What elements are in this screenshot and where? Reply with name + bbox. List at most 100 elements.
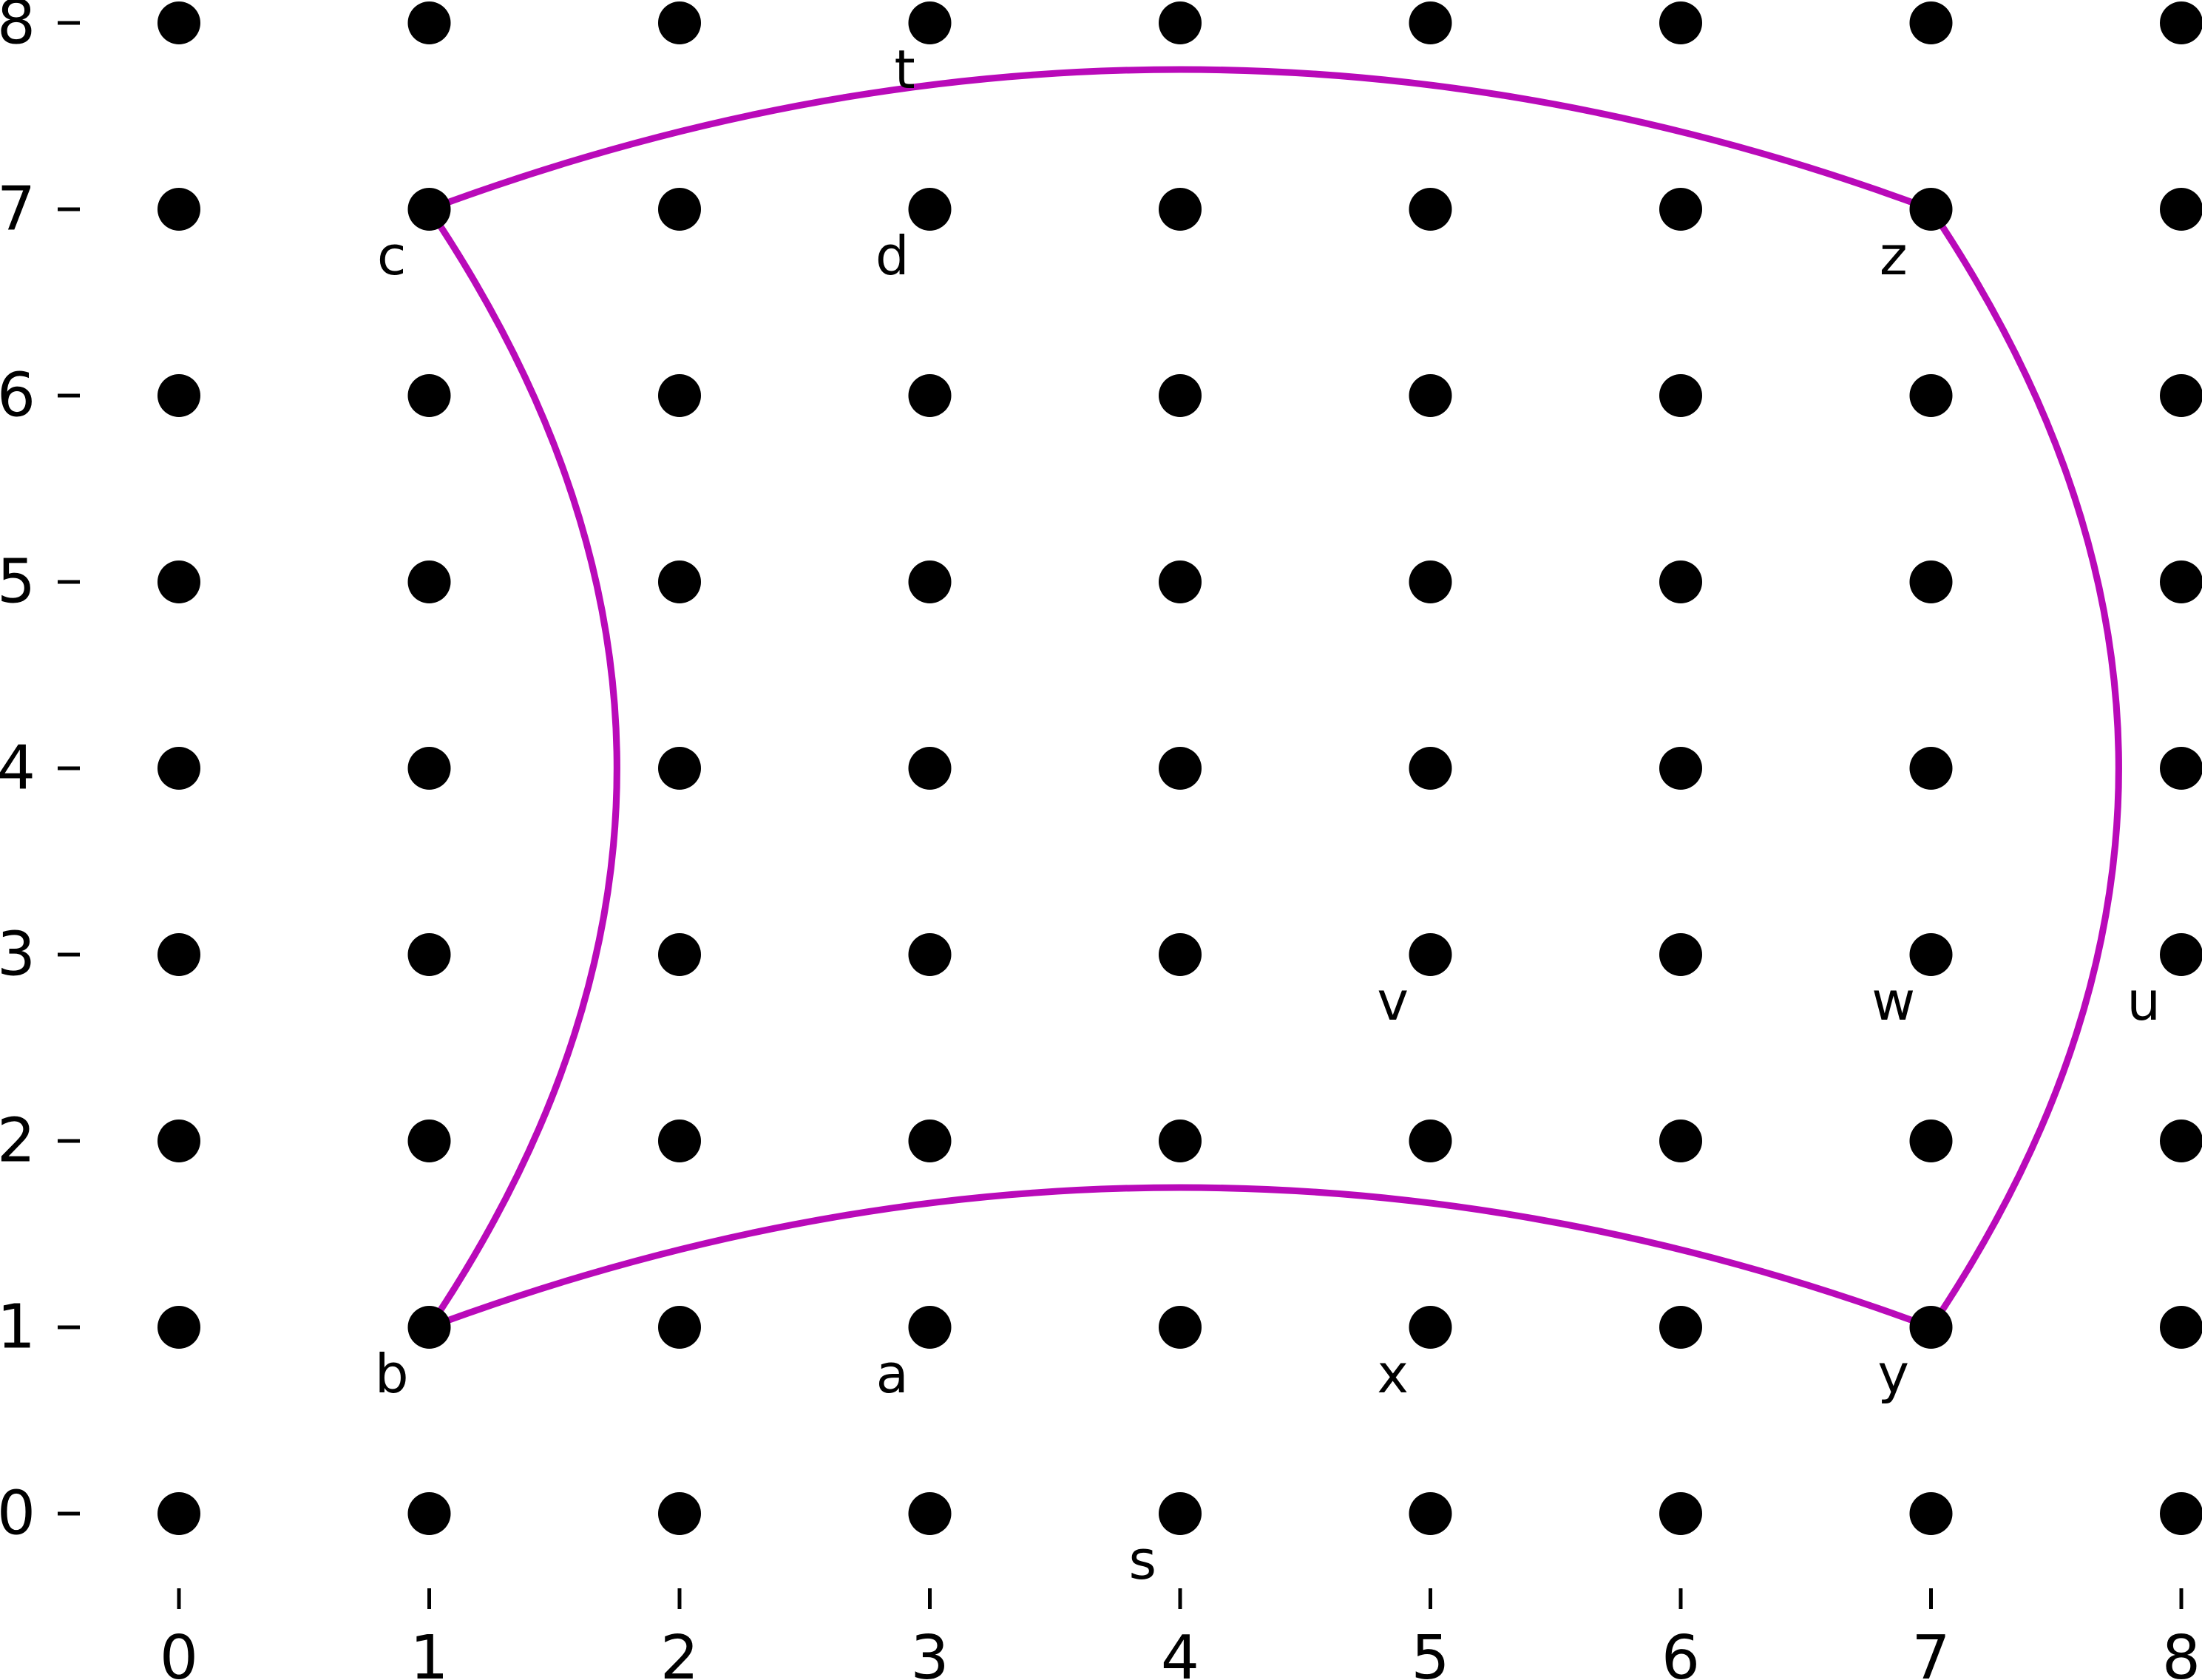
- y-tick-label-2: 2: [0, 1106, 35, 1176]
- point-label-s: s: [1128, 1529, 1156, 1591]
- x-tick-label-0: 0: [160, 1623, 198, 1680]
- y-tick-label-3: 3: [0, 920, 35, 990]
- lattice-point-8-1: [2160, 1306, 2202, 1349]
- x-tick-label-2: 2: [660, 1623, 699, 1680]
- lattice-point-4-3: [1159, 933, 1202, 976]
- lattice-point-5-7: [1409, 188, 1452, 231]
- lattice-point-8-4: [2160, 747, 2202, 790]
- lattice-point-0-4: [157, 747, 200, 790]
- lattice-point-5-4: [1409, 747, 1452, 790]
- lattice-point-6-7: [1659, 188, 1702, 231]
- x-tick-label-5: 5: [1411, 1623, 1449, 1680]
- x-tick-label-6: 6: [1661, 1623, 1700, 1680]
- curve-3: [1928, 207, 2122, 1330]
- lattice-point-7-2: [1909, 1120, 1953, 1162]
- point-label-y: y: [1877, 1343, 1909, 1405]
- lattice-point-0-8: [157, 1, 200, 44]
- lattice-point-1-3: [407, 933, 451, 976]
- x-tick-label-3: 3: [910, 1623, 949, 1680]
- lattice-point-1-8: [407, 1, 451, 44]
- lattice-point-7-8: [1909, 1, 1953, 44]
- lattice-point-2-0: [658, 1492, 701, 1535]
- lattice-point-1-5: [407, 560, 451, 603]
- y-tick-label-4: 4: [0, 734, 35, 804]
- lattice-point-5-2: [1409, 1120, 1452, 1162]
- y-tick-label-0: 0: [0, 1479, 35, 1549]
- lattice-point-1-7: [407, 188, 451, 231]
- y-tick-label-5: 5: [0, 547, 35, 617]
- lattice-point-6-5: [1659, 560, 1702, 603]
- lattice-point-3-2: [908, 1120, 952, 1162]
- lattice-point-2-4: [658, 747, 701, 790]
- lattice-point-2-1: [658, 1306, 701, 1349]
- lattice-point-7-6: [1909, 374, 1953, 417]
- lattice-point-3-7: [908, 188, 952, 231]
- lattice-point-6-1: [1659, 1306, 1702, 1349]
- lattice-point-0-3: [157, 933, 200, 976]
- lattice-point-7-1: [1909, 1306, 1953, 1349]
- lattice-point-7-3: [1909, 933, 1953, 976]
- lattice-point-7-0: [1909, 1492, 1953, 1535]
- lattice-point-0-2: [157, 1120, 200, 1162]
- lattice-point-6-3: [1659, 933, 1702, 976]
- lattice-point-0-7: [157, 188, 200, 231]
- lattice-point-8-5: [2160, 560, 2202, 603]
- lattice-point-4-8: [1159, 1, 1202, 44]
- lattice-point-2-6: [658, 374, 701, 417]
- lattice-point-5-1: [1409, 1306, 1452, 1349]
- curve-2: [426, 207, 620, 1330]
- lattice-point-4-4: [1159, 747, 1202, 790]
- lattice-point-8-0: [2160, 1492, 2202, 1535]
- lattice-point-4-5: [1159, 560, 1202, 603]
- point-label-u: u: [2127, 970, 2161, 1032]
- lattice-point-8-7: [2160, 188, 2202, 231]
- lattice-point-0-5: [157, 560, 200, 603]
- point-label-w: w: [1871, 970, 1915, 1032]
- lattice-point-5-3: [1409, 933, 1452, 976]
- lattice-point-2-5: [658, 560, 701, 603]
- lattice-point-5-8: [1409, 1, 1452, 44]
- x-tick-label-7: 7: [1911, 1623, 1950, 1680]
- lattice-point-6-2: [1659, 1120, 1702, 1162]
- y-tick-label-6: 6: [0, 361, 35, 431]
- lattice-point-1-1: [407, 1306, 451, 1349]
- lattice-point-3-0: [908, 1492, 952, 1535]
- lattice-point-6-4: [1659, 747, 1702, 790]
- lattice-point-3-1: [908, 1306, 952, 1349]
- lattice-point-1-0: [407, 1492, 451, 1535]
- point-label-z: z: [1880, 225, 1908, 287]
- point-label-v: v: [1377, 970, 1409, 1032]
- y-tick-label-1: 1: [0, 1293, 35, 1363]
- lattice-point-3-5: [908, 560, 952, 603]
- lattice-point-4-7: [1159, 188, 1202, 231]
- lattice-point-0-0: [157, 1492, 200, 1535]
- lattice-point-6-8: [1659, 1, 1702, 44]
- lattice-point-8-6: [2160, 374, 2202, 417]
- lattice-point-3-6: [908, 374, 952, 417]
- lattice-point-1-2: [407, 1120, 451, 1162]
- point-label-d: d: [875, 225, 909, 287]
- lattice-point-5-5: [1409, 560, 1452, 603]
- lattice-point-6-6: [1659, 374, 1702, 417]
- lattice-point-8-3: [2160, 933, 2202, 976]
- x-tick-label-4: 4: [1161, 1623, 1199, 1680]
- lattice-point-1-4: [407, 747, 451, 790]
- lattice-point-7-7: [1909, 188, 1953, 231]
- point-label-c: c: [377, 225, 407, 287]
- lattice-point-5-0: [1409, 1492, 1452, 1535]
- lattice-point-4-2: [1159, 1120, 1202, 1162]
- lattice-point-1-6: [407, 374, 451, 417]
- point-label-t: t: [895, 38, 915, 101]
- lattice-point-4-6: [1159, 374, 1202, 417]
- point-label-b: b: [375, 1343, 409, 1405]
- lattice-point-3-3: [908, 933, 952, 976]
- lattice-point-2-8: [658, 1, 701, 44]
- lattice-point-8-2: [2160, 1120, 2202, 1162]
- y-tick-label-8: 8: [0, 0, 35, 58]
- lattice-point-2-2: [658, 1120, 701, 1162]
- lattice-point-2-3: [658, 933, 701, 976]
- lattice-point-8-8: [2160, 1, 2202, 44]
- lattice-point-4-1: [1159, 1306, 1202, 1349]
